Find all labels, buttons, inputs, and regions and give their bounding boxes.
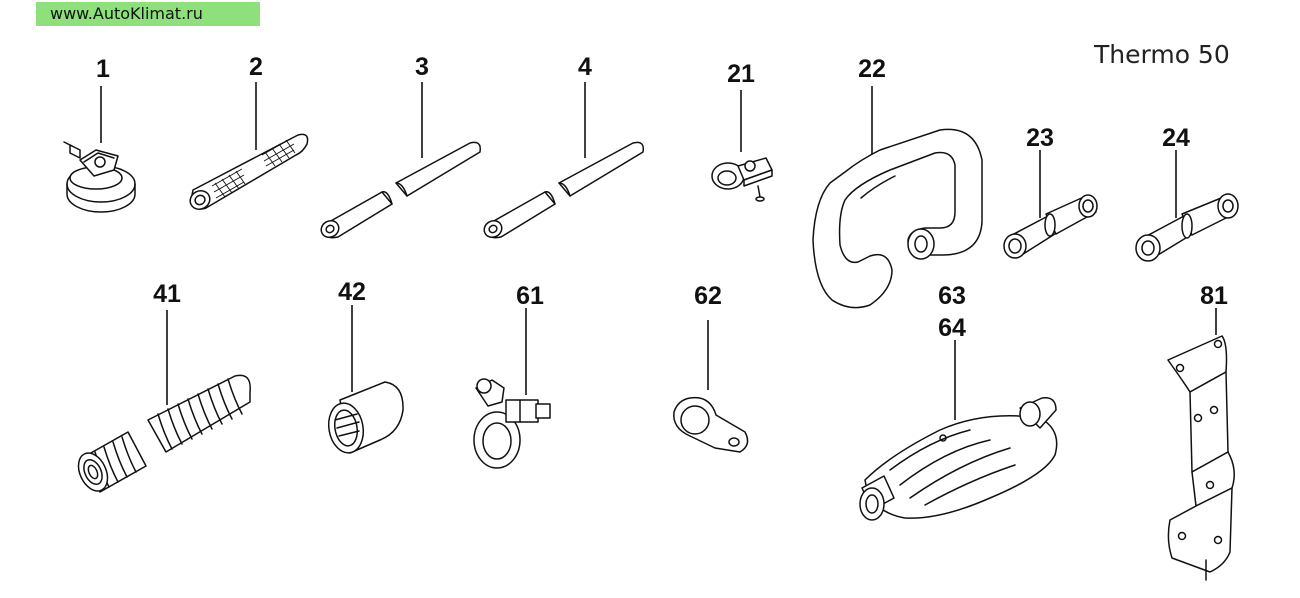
part-label-3: 3	[415, 53, 429, 81]
flexible-exhaust-pipe-icon	[77, 310, 251, 493]
bent-hose-icon	[812, 86, 983, 309]
hose-clamp-icon	[63, 86, 136, 213]
mounting-bracket-icon	[1167, 308, 1235, 581]
part-label-64: 64	[938, 314, 966, 342]
part-label-23: 23	[1026, 124, 1054, 152]
part-label-4: 4	[578, 53, 592, 81]
screw-clamp-icon	[711, 90, 773, 202]
part-label-2: 2	[249, 53, 263, 81]
hose-icon	[320, 82, 482, 239]
hose-connector-icon	[1135, 150, 1239, 262]
mesh-hose-icon	[189, 82, 309, 210]
hose-connector-icon	[1003, 150, 1098, 259]
site-watermark: www.AutoKlimat.ru	[36, 2, 260, 26]
part-label-22: 22	[858, 55, 886, 83]
part-label-24: 24	[1162, 124, 1190, 152]
part-label-42: 42	[338, 278, 366, 306]
part-label-62: 62	[694, 282, 722, 310]
part-label-81: 81	[1200, 282, 1228, 310]
hose-icon	[483, 82, 645, 239]
end-sleeve-icon	[327, 305, 404, 454]
model-title: Thermo 50	[1094, 40, 1230, 69]
silencer-icon	[859, 340, 1058, 521]
part-label-1: 1	[96, 55, 110, 83]
part-label-61: 61	[516, 282, 544, 310]
part-label-63: 63	[938, 282, 966, 310]
part-label-21: 21	[727, 60, 755, 88]
part-label-41: 41	[153, 280, 181, 308]
pipe-clip-icon	[673, 320, 749, 453]
pipe-clamp-icon	[473, 308, 551, 469]
